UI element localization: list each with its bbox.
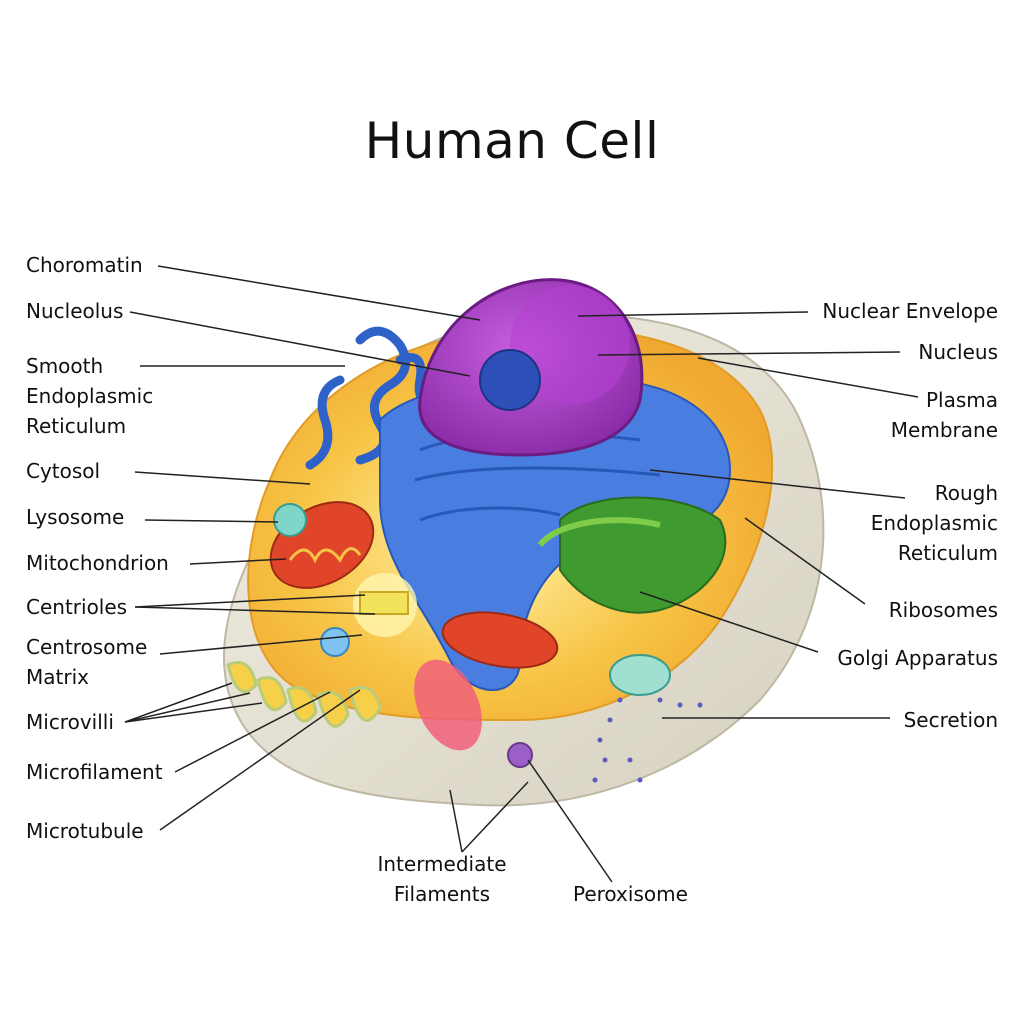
label-microvilli: Microvilli (26, 710, 114, 734)
golgi-shape (537, 496, 727, 614)
label-peroxisome: Peroxisome (573, 882, 688, 906)
label-nucleus: Nucleus (918, 340, 998, 364)
label-microtubule: Microtubule (26, 819, 144, 843)
label-cytosol: Cytosol (26, 459, 101, 483)
centrosome-shape (320, 573, 417, 657)
nucleus-shape (418, 278, 644, 457)
leader-lines (124, 265, 919, 883)
label-golgi-apparatus: Golgi Apparatus (837, 646, 998, 670)
label-microfilament: Microfilament (26, 760, 163, 784)
label-secretion: Secretion (903, 708, 998, 732)
nucleolus-shape (479, 349, 541, 411)
label-plasma-membrane: Plasma Membrane (890, 388, 998, 442)
label-ribosomes: Ribosomes (888, 598, 998, 622)
lysosome-shape (273, 503, 307, 537)
secretion-shape (592, 654, 703, 783)
diagram-title: Human Cell (364, 112, 660, 170)
label-mitochondrion: Mitochondrion (26, 551, 169, 575)
label-centrosome-matrix: Centrosome Matrix (26, 635, 148, 689)
label-choromatin: Choromatin (26, 253, 143, 277)
label-smooth-er: Smooth Endoplasmic Reticulum (26, 354, 154, 438)
label-rough-er: Rough Endoplasmic Reticulum (870, 481, 998, 565)
label-nucleolus: Nucleolus (26, 299, 124, 323)
label-centrioles: Centrioles (26, 595, 128, 619)
mitochondrion-pink-shape (414, 659, 482, 751)
peroxisome-shape (507, 742, 533, 768)
label-intermediate-filaments: Intermediate Filaments (377, 852, 507, 906)
label-lysosome: Lysosome (26, 505, 125, 529)
label-nuclear-envelope: Nuclear Envelope (822, 299, 998, 323)
